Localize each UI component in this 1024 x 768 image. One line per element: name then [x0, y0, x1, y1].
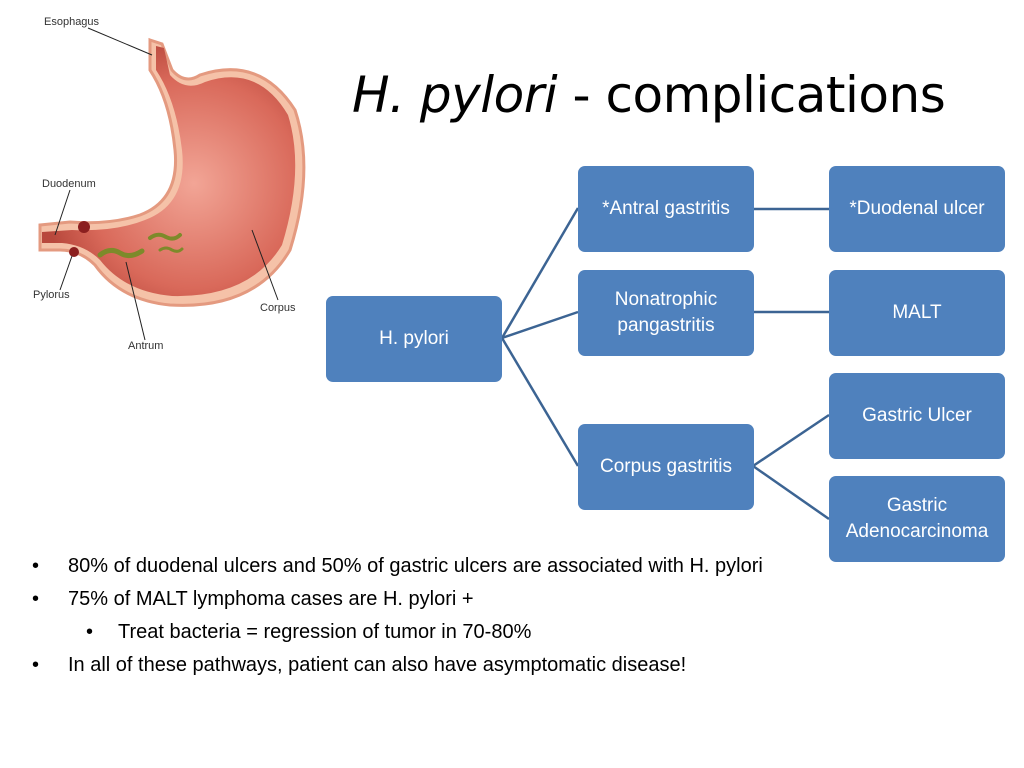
stomach-illustration: Esophagus Duodenum Pylorus Antrum Corpus	[33, 16, 306, 352]
node-duodenal-ulcer: *Duodenal ulcer	[829, 166, 1005, 252]
label-pylorus: Pylorus	[33, 289, 70, 301]
label-esophagus: Esophagus	[44, 16, 100, 28]
bullet-item: In all of these pathways, patient can al…	[30, 651, 820, 680]
label-corpus: Corpus	[260, 302, 296, 314]
bullet-item: 80% of duodenal ulcers and 50% of gastri…	[30, 552, 820, 581]
sub-bullet-item: Treat bacteria = regression of tumor in …	[30, 618, 820, 647]
bullet-list: 80% of duodenal ulcers and 50% of gastri…	[30, 552, 820, 684]
connector-root-antral	[500, 207, 580, 339]
connector-root-corpus	[500, 337, 580, 467]
node-antral-gastritis: *Antral gastritis	[578, 166, 754, 252]
connector-corpus-gastric-ulcer	[752, 413, 830, 468]
connector-corpus-adenocarcinoma	[752, 464, 830, 521]
node-corpus-gastritis: Corpus gastritis	[578, 424, 754, 510]
node-h-pylori: H. pylori	[326, 296, 502, 382]
bullet-item: 75% of MALT lymphoma cases are H. pylori…	[30, 585, 820, 614]
label-duodenum: Duodenum	[42, 178, 96, 190]
node-nonatrophic-pangastritis: Nonatrophic pangastritis	[578, 270, 754, 356]
title-rest: - complications	[557, 66, 946, 124]
label-antrum: Antrum	[128, 340, 163, 352]
node-malt: MALT	[829, 270, 1005, 356]
connector-root-nonatrophic	[501, 310, 579, 340]
title-italic: H. pylori	[352, 66, 558, 124]
node-gastric-ulcer: Gastric Ulcer	[829, 373, 1005, 459]
slide-title: H. pylori - complications	[352, 66, 946, 124]
node-gastric-adenocarcinoma: Gastric Adenocarcinoma	[829, 476, 1005, 562]
